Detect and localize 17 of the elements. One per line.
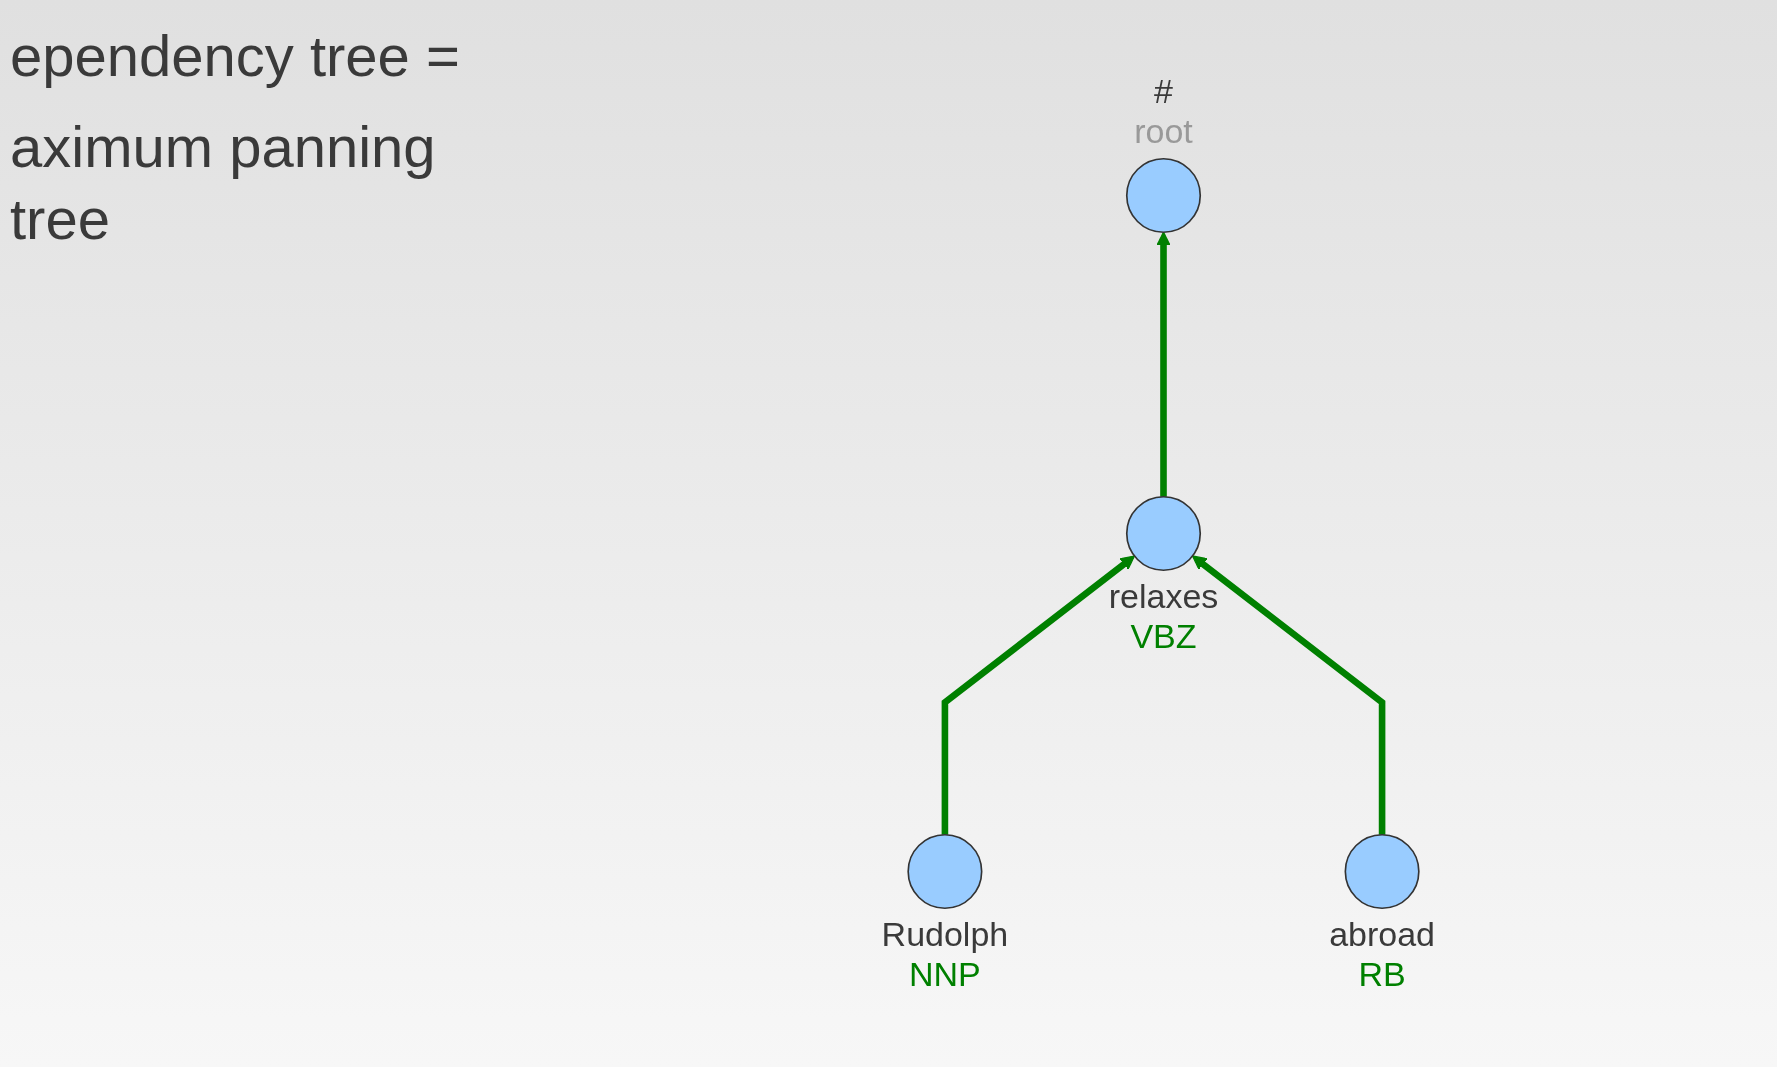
node-label: relaxes [1108, 576, 1219, 617]
node-label: abroad [1329, 914, 1435, 955]
heading-text: aximum panning tree [10, 112, 437, 253]
arrow [1191, 555, 1386, 835]
circle-node [1125, 495, 1202, 572]
node-label: Rudolph [881, 914, 1009, 955]
tag-label: root [1134, 110, 1193, 151]
heading-text: ependency tree = [10, 22, 461, 90]
arrow [941, 555, 1136, 835]
tag-label: NNP [909, 954, 981, 995]
circle-node [907, 833, 983, 910]
node-label: # [1154, 70, 1173, 111]
circle-node [1344, 833, 1420, 910]
tag-label: RB [1358, 954, 1406, 995]
arrow [1156, 231, 1171, 497]
tag-label: VBZ [1130, 616, 1197, 657]
circle-node [1125, 157, 1202, 234]
